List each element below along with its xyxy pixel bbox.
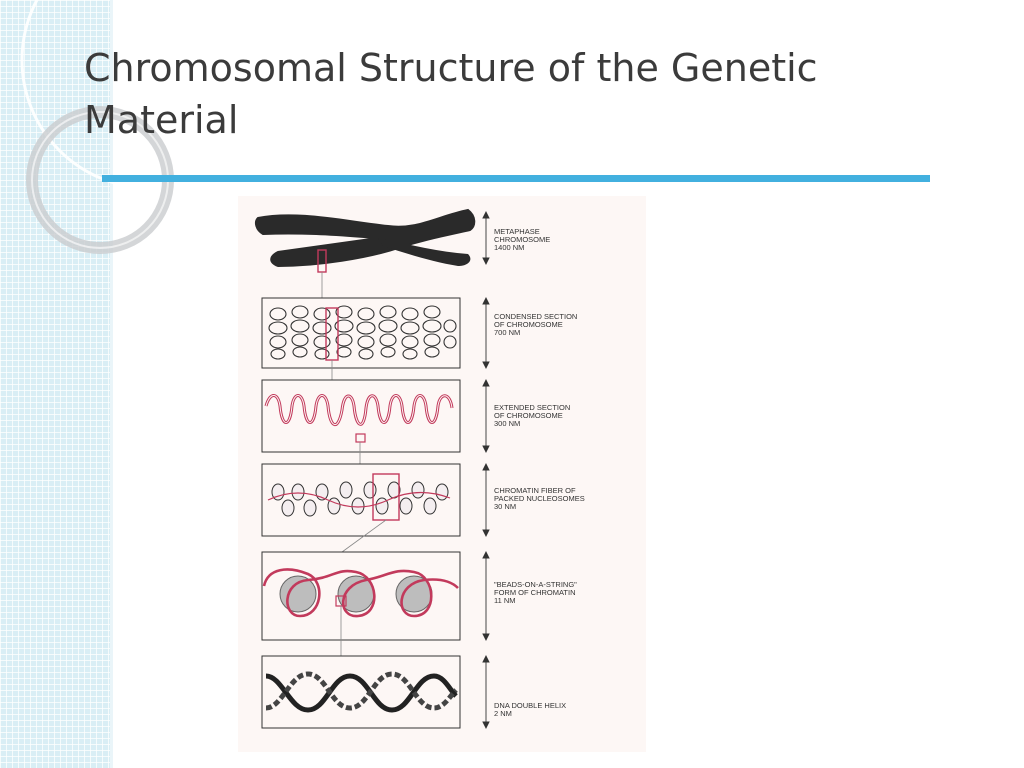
label-chromatin-fiber: CHROMATIN FIBER OF PACKED NUCLEOSOMES 30… bbox=[494, 486, 585, 511]
label-beads-on-a-string: "BEADS-ON-A-STRING" FORM OF CHROMATIN 11… bbox=[494, 580, 577, 605]
chromatin-fiber bbox=[261, 463, 461, 537]
label-dna-double-helix: DNA DOUBLE HELIX 2 nm bbox=[494, 701, 567, 718]
title-underline bbox=[102, 175, 930, 182]
size-arrows bbox=[482, 210, 490, 730]
metaphase-chromosome bbox=[254, 208, 476, 273]
beads-on-a-string bbox=[261, 551, 461, 641]
label-extended-section: EXTENDED SECTION OF CHROMOSOME 300 nm bbox=[494, 403, 571, 428]
diagram-illustrations bbox=[254, 208, 490, 730]
label-condensed-section: CONDENSED SECTION OF CHROMOSOME 700 nm bbox=[494, 312, 578, 337]
condensed-section bbox=[261, 297, 461, 369]
chromatin-diagram: METAPHASE CHROMOSOME 1400 nm CONDENSED S… bbox=[238, 196, 646, 752]
slide-title: Chromosomal Structure of the Genetic Mat… bbox=[84, 46, 818, 142]
label-metaphase-chromosome: METAPHASE CHROMOSOME 1400 nm bbox=[494, 227, 551, 252]
strip-edge bbox=[110, 0, 113, 768]
extended-section bbox=[261, 379, 461, 453]
dna-double-helix bbox=[261, 655, 461, 729]
